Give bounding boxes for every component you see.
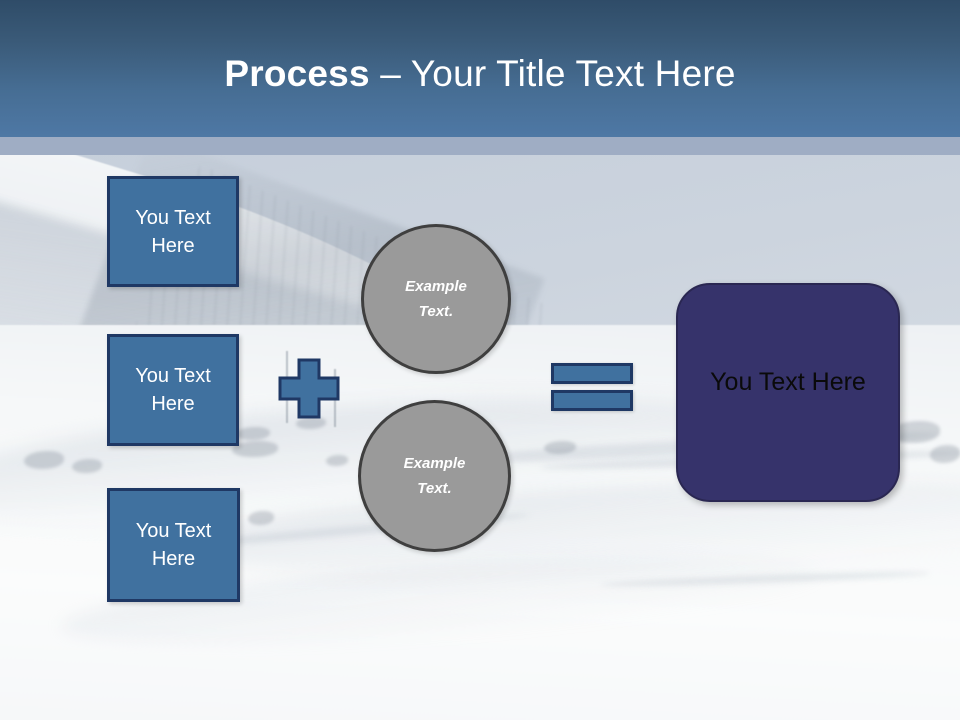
input-box-2[interactable]: You Text Here <box>107 334 239 446</box>
example-circle-2-line1: Example <box>403 455 466 472</box>
plus-icon <box>278 358 340 419</box>
shrub <box>24 451 64 469</box>
shrub <box>544 441 576 454</box>
equals-bar-bottom <box>551 390 633 411</box>
page-title: Process – Your Title Text Here <box>0 52 960 96</box>
shrub <box>236 427 270 440</box>
title-banner <box>0 0 960 137</box>
shrub <box>326 455 348 466</box>
result-box-label: You Text Here <box>710 367 866 396</box>
example-circle-2-line2: Text. <box>417 480 452 497</box>
shrub <box>232 441 278 457</box>
input-box-1-line2: Here <box>151 234 195 257</box>
input-box-2-line1: You Text <box>135 365 211 387</box>
input-box-1[interactable]: You Text Here <box>107 176 239 287</box>
input-box-3-label: You Text Here <box>136 517 212 573</box>
shrub <box>890 421 940 443</box>
example-circle-1-line1: Example <box>405 278 467 295</box>
example-circle-1-label: Example Text. <box>405 274 467 324</box>
example-circle-1[interactable]: Example Text. <box>361 224 511 374</box>
shrub <box>930 445 960 463</box>
title-under-band <box>0 137 960 155</box>
shrub <box>248 511 274 525</box>
input-box-1-line1: You Text <box>135 206 211 229</box>
shrub <box>296 417 326 429</box>
page-title-strong: Process <box>224 53 370 94</box>
input-box-2-label: You Text Here <box>135 362 211 418</box>
example-circle-2[interactable]: Example Text. <box>358 400 511 552</box>
example-circle-1-line2: Text. <box>418 303 454 320</box>
page-title-rest: – Your Title Text Here <box>369 53 736 94</box>
input-box-3[interactable]: You Text Here <box>107 488 240 602</box>
input-box-1-label: You Text Here <box>135 204 211 260</box>
shrub <box>72 459 102 473</box>
equals-icon <box>551 363 633 412</box>
result-box[interactable]: You Text Here <box>676 283 900 502</box>
input-box-3-line1: You Text <box>135 520 212 542</box>
equals-bar-top <box>551 363 633 384</box>
input-box-2-line2: Here <box>151 393 195 415</box>
example-circle-2-label: Example Text. <box>404 451 466 501</box>
input-box-3-line2: Here <box>151 548 196 570</box>
